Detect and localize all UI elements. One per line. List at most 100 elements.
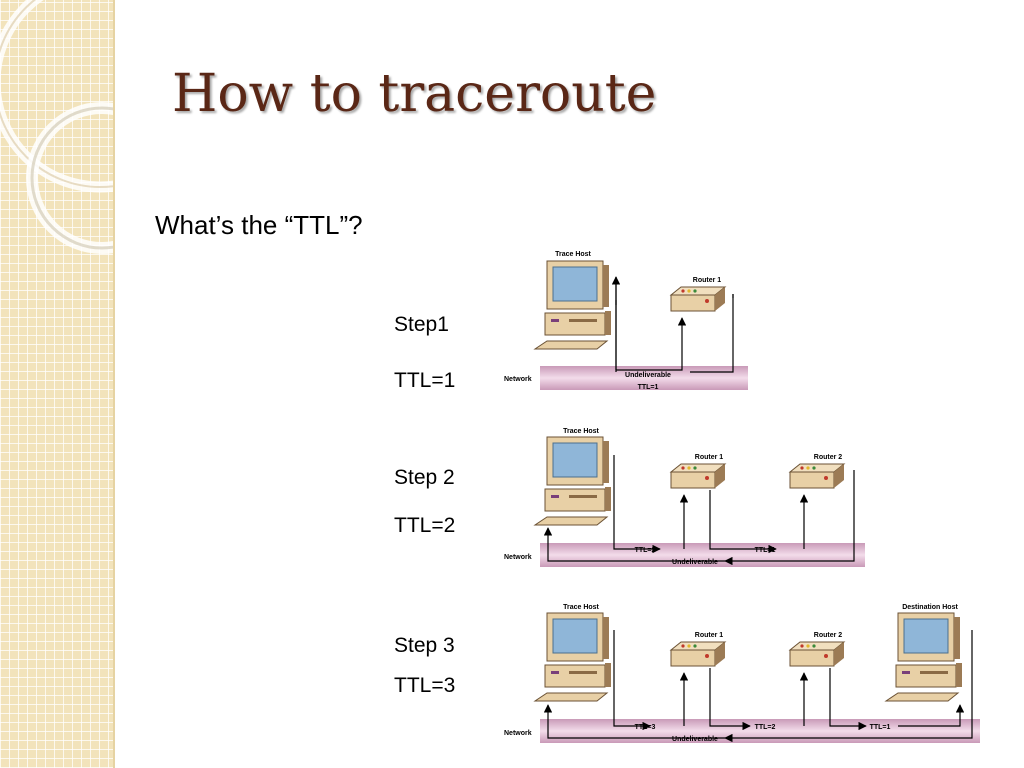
router-led-icon xyxy=(681,466,685,470)
router-led-icon xyxy=(681,289,685,293)
cpu-case-icon xyxy=(895,664,957,688)
sidebar-decoration xyxy=(0,0,115,768)
return-path-host xyxy=(543,527,725,562)
router-led-icon xyxy=(681,644,685,648)
cpu-side-icon xyxy=(605,663,611,687)
step-3-label: Step 3 xyxy=(394,634,455,657)
router-led-icon xyxy=(705,654,709,658)
router-led-icon xyxy=(824,654,828,658)
network-band xyxy=(540,543,865,567)
router-led-icon xyxy=(693,289,697,293)
router-side-icon xyxy=(834,464,844,488)
cpu-case-icon xyxy=(544,664,606,688)
router-led-icon xyxy=(806,466,810,470)
keyboard-icon xyxy=(533,516,609,526)
router-led-icon xyxy=(705,476,709,480)
router-led-icon xyxy=(705,299,709,303)
page-title: How to traceroute xyxy=(172,64,657,124)
destination-host-label: Destination Host xyxy=(902,604,958,611)
network-band xyxy=(540,719,980,743)
forward-path-host xyxy=(613,455,661,554)
trace-host-label: Trace Host xyxy=(555,251,591,258)
screen-icon xyxy=(552,618,598,654)
step-2-ttl-label: TTL=2 xyxy=(394,514,456,537)
router-label: Router 2 xyxy=(814,454,843,461)
router-front-icon xyxy=(789,471,835,489)
router-led-icon xyxy=(800,644,804,648)
undeliverable-label: Undeliverable xyxy=(672,736,718,743)
router-side-icon xyxy=(715,464,725,488)
return-path-host xyxy=(543,704,725,739)
network-label: Network xyxy=(504,730,532,737)
drive-slot-icon xyxy=(569,671,597,674)
cpu-side-icon xyxy=(605,311,611,335)
ttl-tag-label: TTL=1 xyxy=(638,384,659,391)
drive-slot-icon xyxy=(569,495,597,498)
undeliverable-label: Undeliverable xyxy=(625,372,671,379)
step-3-ttl-label: TTL=3 xyxy=(394,674,456,697)
router-led-icon xyxy=(693,466,697,470)
router-led-icon xyxy=(824,476,828,480)
forward-ttl-label: TTL=1 xyxy=(755,547,776,554)
drive-led-icon xyxy=(551,319,559,322)
keyboard-icon xyxy=(533,340,609,350)
drive-led-icon xyxy=(902,671,910,674)
router-label: Router 1 xyxy=(695,632,724,639)
router-front-icon xyxy=(670,649,716,667)
step-1-ttl-label: TTL=1 xyxy=(394,369,456,392)
router-led-icon xyxy=(693,644,697,648)
return-path-router2 xyxy=(724,470,855,566)
keyboard-icon xyxy=(884,692,960,702)
network-label: Network xyxy=(504,376,532,383)
monitor-side-icon xyxy=(603,617,609,659)
monitor-side-icon xyxy=(603,441,609,483)
forward-path-host xyxy=(613,630,651,731)
forward-path-router1 xyxy=(709,668,751,731)
drive-slot-icon xyxy=(569,319,597,322)
router-label: Router 1 xyxy=(695,454,724,461)
router-label: Router 1 xyxy=(693,277,722,284)
drive-led-icon xyxy=(551,495,559,498)
router-side-icon xyxy=(834,642,844,666)
router-led-icon xyxy=(687,289,691,293)
drive-slot-icon xyxy=(920,671,948,674)
trace-host-label: Trace Host xyxy=(563,428,599,435)
router-led-icon xyxy=(687,466,691,470)
forward-ttl-label: TTL=2 xyxy=(635,547,656,554)
screen-icon xyxy=(552,266,598,302)
cpu-case-icon xyxy=(544,488,606,512)
router-front-icon xyxy=(670,294,716,312)
forward-to-destination xyxy=(898,704,965,727)
monitor-side-icon xyxy=(954,617,960,659)
router-side-icon xyxy=(715,287,725,311)
cpu-side-icon xyxy=(956,663,962,687)
forward-path-router2 xyxy=(829,668,867,731)
return-path-destination xyxy=(724,630,973,743)
screen-icon xyxy=(552,442,598,478)
monitor-side-icon xyxy=(603,265,609,307)
decorative-circles xyxy=(0,0,113,254)
router-side-icon xyxy=(715,642,725,666)
trace-host-label: Trace Host xyxy=(563,604,599,611)
forward-ttl-label: TTL=3 xyxy=(635,724,656,731)
step-1-label: Step1 xyxy=(394,313,449,336)
forward-ttl-label: TTL=1 xyxy=(870,724,891,731)
router-led-icon xyxy=(800,466,804,470)
forward-path-router1 xyxy=(709,490,777,554)
router-led-icon xyxy=(687,644,691,648)
keyboard-icon xyxy=(533,692,609,702)
router-label: Router 2 xyxy=(814,632,843,639)
drive-led-icon xyxy=(551,671,559,674)
forward-ttl-label: TTL=2 xyxy=(755,724,776,731)
return-path-router xyxy=(690,294,734,373)
page-subtitle: What’s the “TTL”? xyxy=(155,210,363,240)
forward-path-to-router xyxy=(616,317,687,371)
router-front-icon xyxy=(789,649,835,667)
router-front-icon xyxy=(670,471,716,489)
step-2-label: Step 2 xyxy=(394,466,455,489)
network-label: Network xyxy=(504,554,532,561)
